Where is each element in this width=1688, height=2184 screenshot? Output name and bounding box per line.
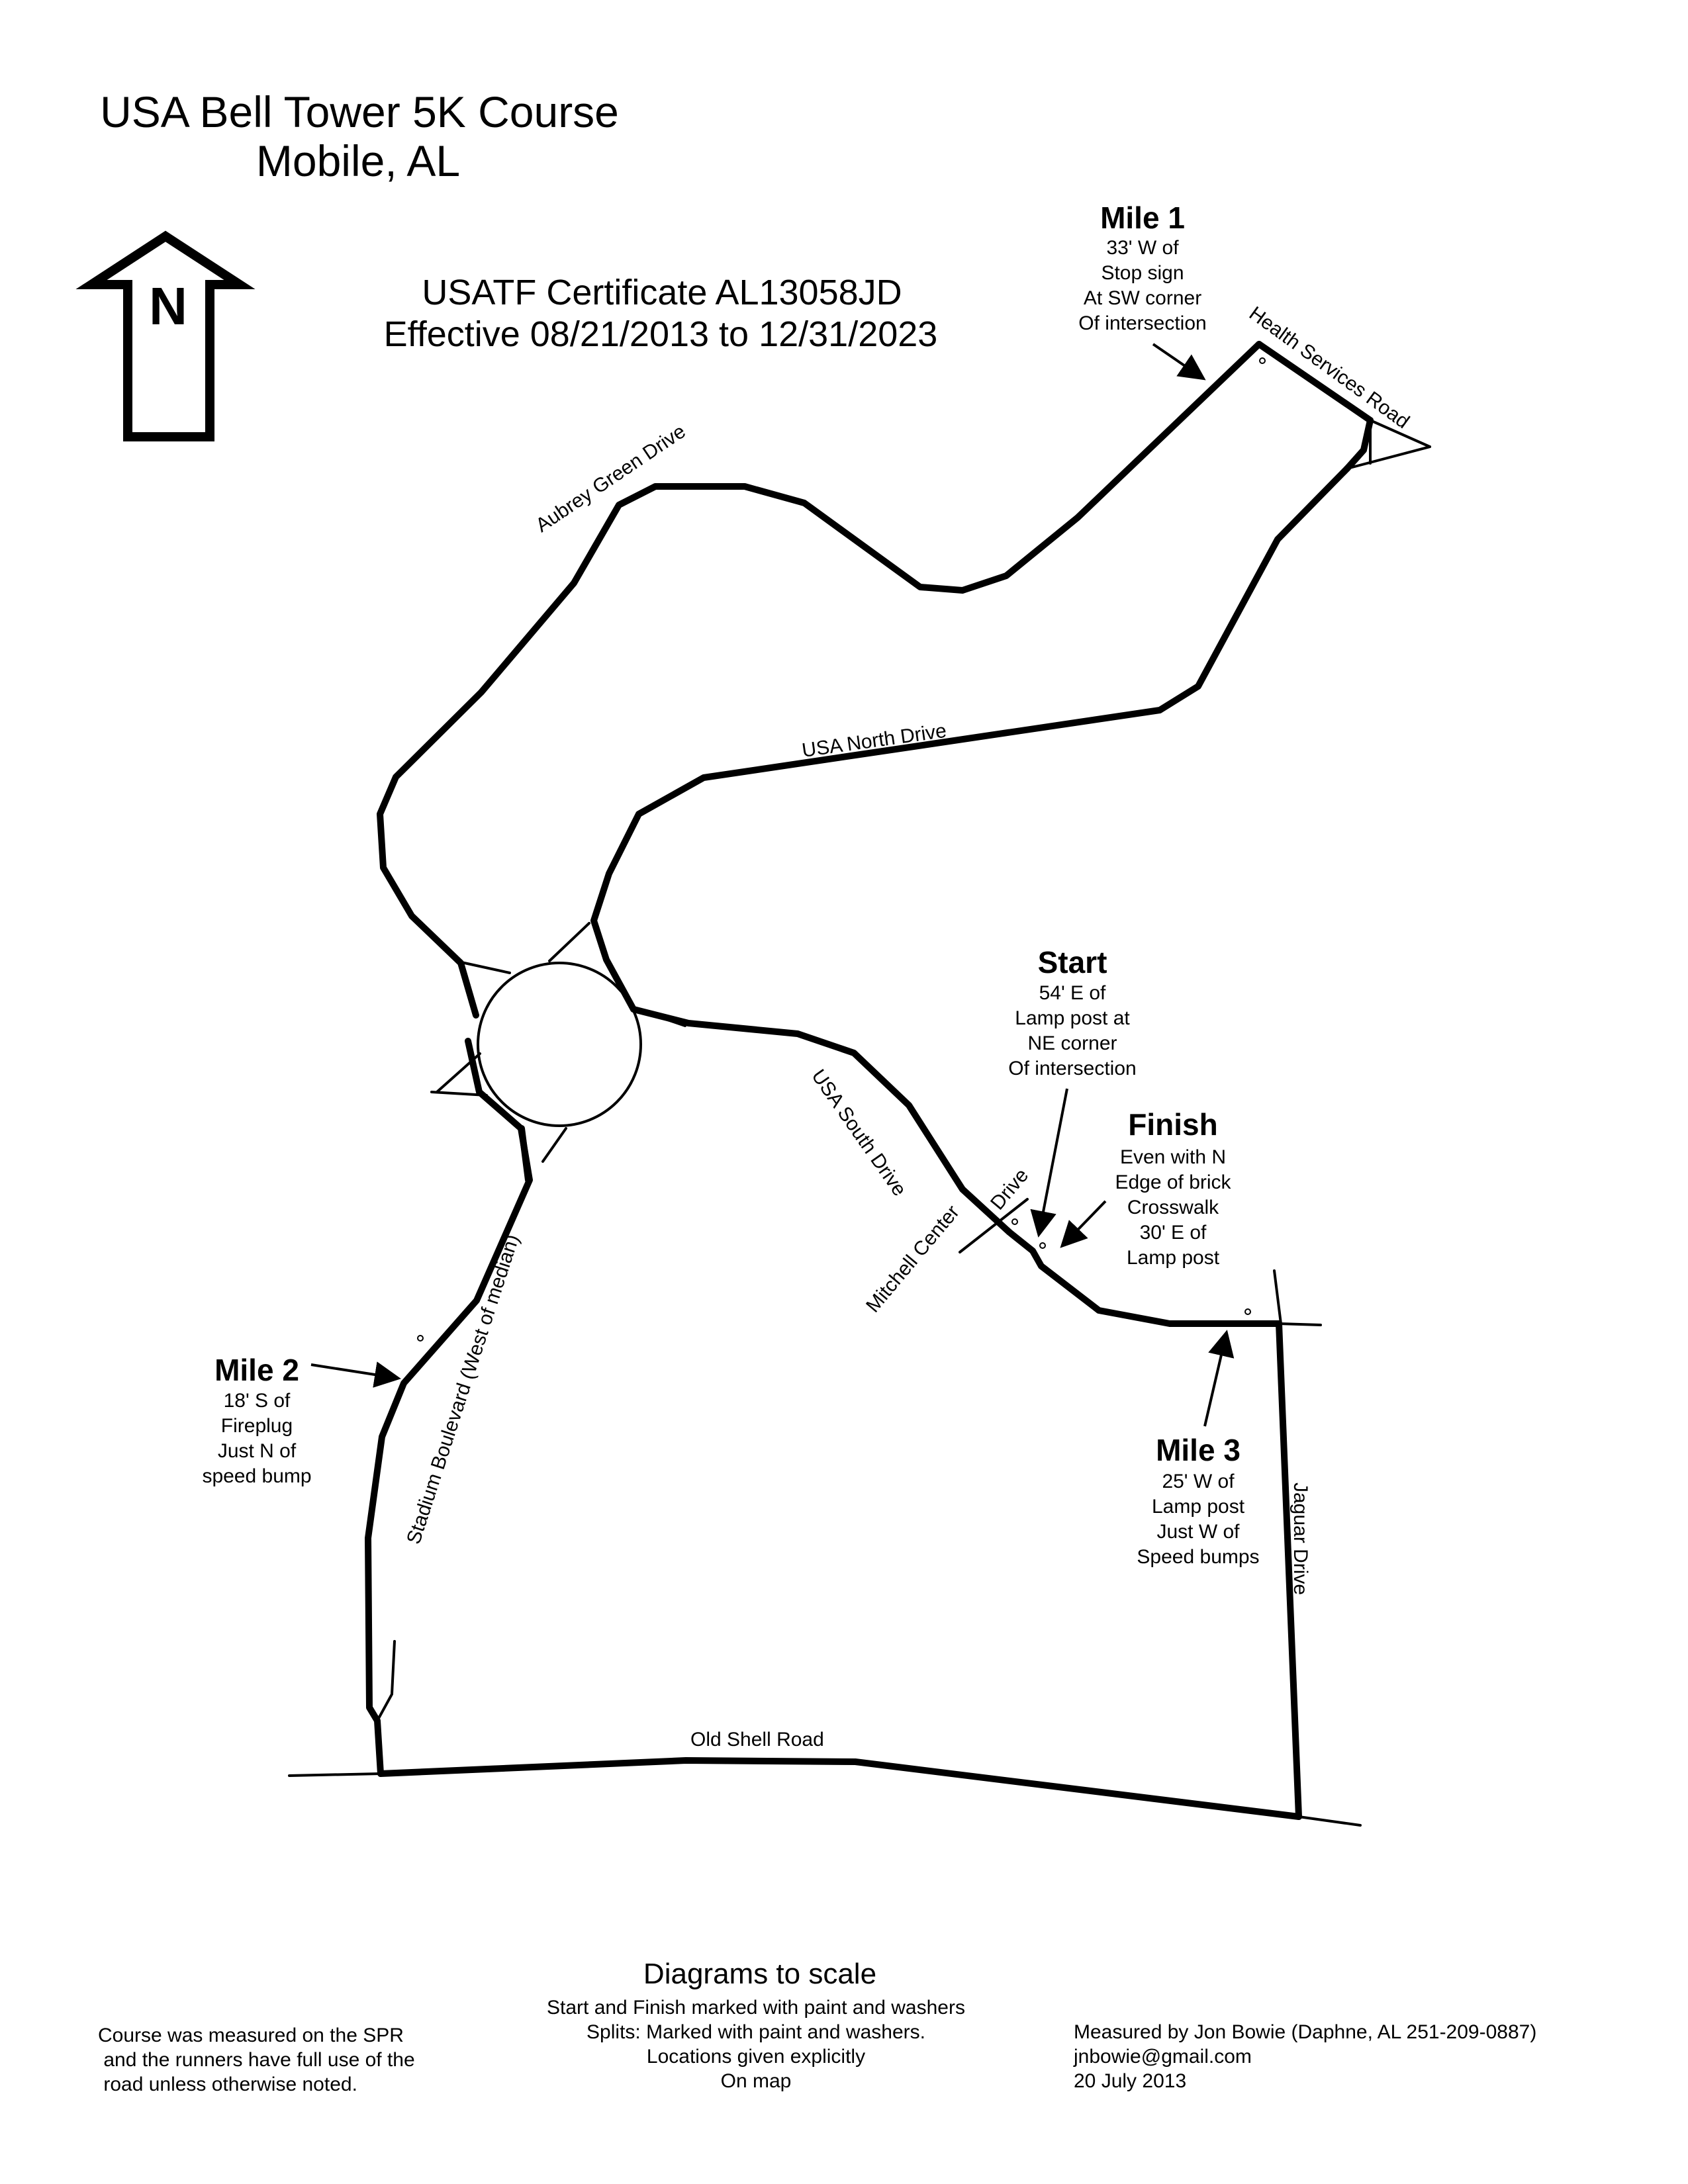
mile-2-heading: Mile 2 — [214, 1353, 299, 1387]
road-label-old-shell: Old Shell Road — [690, 1729, 824, 1751]
marker-mile-3: Mile 3 25' W of Lamp post Just W of Spee… — [1137, 1330, 1260, 1568]
mile-3-heading: Mile 3 — [1156, 1433, 1241, 1467]
footer-center-line: Splits: Marked with paint and washers. — [586, 2021, 925, 2043]
start-line: Of intersection — [1008, 1058, 1136, 1079]
mile-2-arrow-icon — [310, 1361, 401, 1388]
marker-start: Start 54' E of Lamp post at NE corner Of… — [1008, 945, 1137, 1238]
marker-mile-2: Mile 2 18' S of Fireplug Just N of speed… — [202, 1353, 401, 1487]
start-line: NE corner — [1027, 1032, 1117, 1054]
mile-2-line: 18' S of — [224, 1390, 291, 1412]
finish-line: Crosswalk — [1127, 1197, 1219, 1218]
finish-arrow-icon — [1060, 1200, 1107, 1248]
mile-2-line: Just N of — [218, 1440, 297, 1462]
mitchell-center-crossing — [959, 1198, 1029, 1253]
route-old-shell-road — [377, 1757, 1302, 1820]
finish-line: Edge of brick — [1115, 1171, 1231, 1193]
start-line: 54' E of — [1039, 982, 1106, 1004]
footer: Course was measured on the SPR and the r… — [98, 1958, 1536, 2095]
certificate-line1: USATF Certificate AL13058JD — [422, 273, 902, 312]
road-label-stadium-boulevard: Stadium Boulevard (West of median) — [402, 1232, 524, 1547]
mile-2-line: Fireplug — [221, 1415, 293, 1437]
marker-mile-1: Mile 1 33' W of Stop sign At SW corner O… — [1078, 201, 1207, 381]
mile-2-line: speed bump — [202, 1465, 311, 1487]
finish-line: 30' E of — [1140, 1222, 1207, 1244]
north-label: N — [149, 277, 187, 336]
map-title-line1: USA Bell Tower 5K Course — [100, 87, 619, 136]
start-heading: Start — [1038, 945, 1107, 979]
footer-right-line: 20 July 2013 — [1074, 2070, 1186, 2092]
start-line: Lamp post at — [1015, 1007, 1130, 1029]
finish-line: Lamp post — [1127, 1247, 1220, 1269]
road-label-health-services: Health Services Road — [1245, 302, 1413, 433]
mile-1-line: Of intersection — [1078, 312, 1206, 334]
mile-3-arrow-icon — [1203, 1330, 1235, 1427]
route-stadium-boulevard — [365, 1038, 533, 1777]
footer-center-line: On map — [721, 2070, 792, 2092]
footer-center-line: Locations given explicitly — [647, 2046, 865, 2068]
route-usa-north-drive — [590, 465, 1350, 1013]
mile-3-line: 25' W of — [1162, 1471, 1235, 1492]
north-arrow-icon: N — [75, 230, 256, 441]
roundabout — [477, 962, 642, 1127]
route-jaguar-drive — [1276, 1320, 1302, 1820]
mile-1-line: 33' W of — [1106, 237, 1179, 259]
road-label-usa-south: USA South Drive — [807, 1066, 910, 1200]
marker-finish: Finish Even with N Edge of brick Crosswa… — [1060, 1107, 1232, 1269]
footer-center-heading: Diagrams to scale — [643, 1958, 876, 1990]
footer-center-line: Start and Finish marked with paint and w… — [547, 1997, 965, 2019]
landmark-dots — [417, 357, 1266, 1342]
map-title-line2: Mobile, AL — [256, 136, 460, 185]
mile-3-line: Speed bumps — [1137, 1546, 1259, 1568]
mile-1-heading: Mile 1 — [1100, 201, 1185, 235]
mile-3-line: Just W of — [1156, 1521, 1240, 1543]
footer-left-line: and the runners have full use of the — [98, 2049, 415, 2071]
road-label-mitchell-drive: Drive — [986, 1165, 1033, 1214]
mile-1-arrow-icon — [1152, 343, 1206, 381]
road-label-mitchell-center: Mitchell Center — [862, 1201, 964, 1316]
footer-left-line: road unless otherwise noted. — [98, 2073, 357, 2095]
mile-1-line: At SW corner — [1084, 287, 1201, 309]
footer-right-line: Measured by Jon Bowie (Daphne, AL 251-20… — [1074, 2021, 1536, 2043]
footer-right-line: jnbowie@gmail.com — [1073, 2046, 1252, 2068]
footer-left-line: Course was measured on the SPR — [98, 2025, 404, 2046]
route-usa-south-drive — [630, 1006, 1282, 1327]
finish-heading: Finish — [1128, 1107, 1217, 1142]
start-arrow-icon — [1030, 1088, 1068, 1238]
mile-1-line: Stop sign — [1101, 262, 1184, 284]
route-health-services-road — [1256, 341, 1374, 472]
mile-3-line: Lamp post — [1152, 1496, 1245, 1518]
route-aubrey-green-drive — [377, 341, 1262, 1019]
certificate-line2: Effective 08/21/2013 to 12/31/2023 — [384, 314, 938, 354]
road-label-jaguar-drive: Jaguar Drive — [1289, 1482, 1311, 1595]
finish-line: Even with N — [1120, 1146, 1226, 1168]
